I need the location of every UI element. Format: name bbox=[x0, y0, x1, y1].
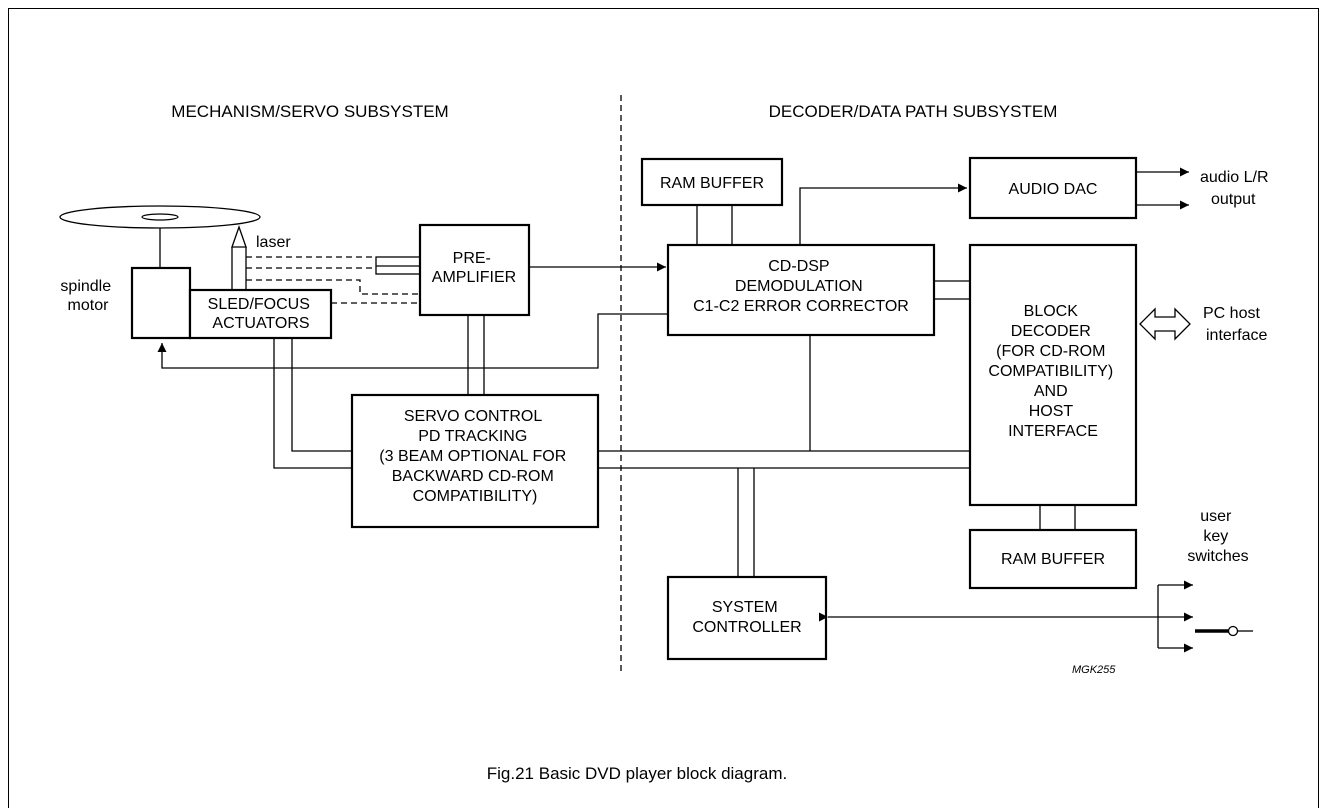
cd-dsp-label: CD-DSP DEMODULATION C1-C2 ERROR CORRECTO… bbox=[693, 258, 909, 315]
disc-icon bbox=[59, 205, 261, 229]
spindle-motor-label: spindle motor bbox=[60, 278, 115, 314]
figure-frame bbox=[8, 8, 1319, 808]
laser-signal-paths bbox=[246, 256, 421, 304]
signal-connections bbox=[157, 167, 1189, 622]
key-switches-icon bbox=[1157, 580, 1253, 653]
preamplifier-block bbox=[418, 223, 531, 317]
system-controller-label: SYSTEM CONTROLLER bbox=[692, 599, 801, 636]
user-key-switches-label: user key switches bbox=[1187, 508, 1248, 565]
laser-label: laser bbox=[256, 234, 291, 251]
section-decoder-data-path: DECODER/DATA PATH SUBSYSTEM bbox=[769, 102, 1058, 121]
ram-buffer-top-label: RAM BUFFER bbox=[660, 175, 764, 192]
ram-buffer-bottom-label: RAM BUFFER bbox=[1001, 551, 1105, 568]
block-decoder-label: BLOCK DECODER (FOR CD-ROM COMPATIBILITY)… bbox=[988, 303, 1117, 440]
block-decoder-block bbox=[968, 243, 1138, 507]
servo-control-label: SERVO CONTROL PD TRACKING (3 BEAM OPTION… bbox=[379, 408, 570, 505]
audio-dac-label: AUDIO DAC bbox=[1009, 181, 1098, 198]
audio-dac-block bbox=[968, 156, 1138, 220]
pc-host-double-arrow-icon bbox=[1139, 307, 1191, 341]
pc-host-label: PC host interface bbox=[1203, 305, 1267, 344]
figure-caption: Fig.21 Basic DVD player block diagram. bbox=[487, 764, 787, 783]
audio-output-label: audio L/R output bbox=[1200, 169, 1273, 208]
servo-control-block bbox=[350, 393, 600, 529]
cd-dsp-block bbox=[666, 243, 936, 337]
sled-focus-label: SLED/FOCUS ACTUATORS bbox=[208, 296, 315, 332]
figure-code: MGK255 bbox=[1072, 664, 1116, 676]
preamplifier-label: PRE- AMPLIFIER bbox=[432, 250, 516, 286]
system-controller-block bbox=[666, 575, 828, 661]
ram-buffer-bottom-block bbox=[968, 528, 1138, 590]
sled-focus-actuators-block bbox=[188, 288, 333, 340]
laser-pickup-icon bbox=[231, 225, 247, 290]
ram-buffer-top-block bbox=[640, 157, 784, 207]
section-mechanism-servo: MECHANISM/SERVO SUBSYSTEM bbox=[171, 102, 448, 121]
spindle-motor-box bbox=[130, 266, 192, 340]
